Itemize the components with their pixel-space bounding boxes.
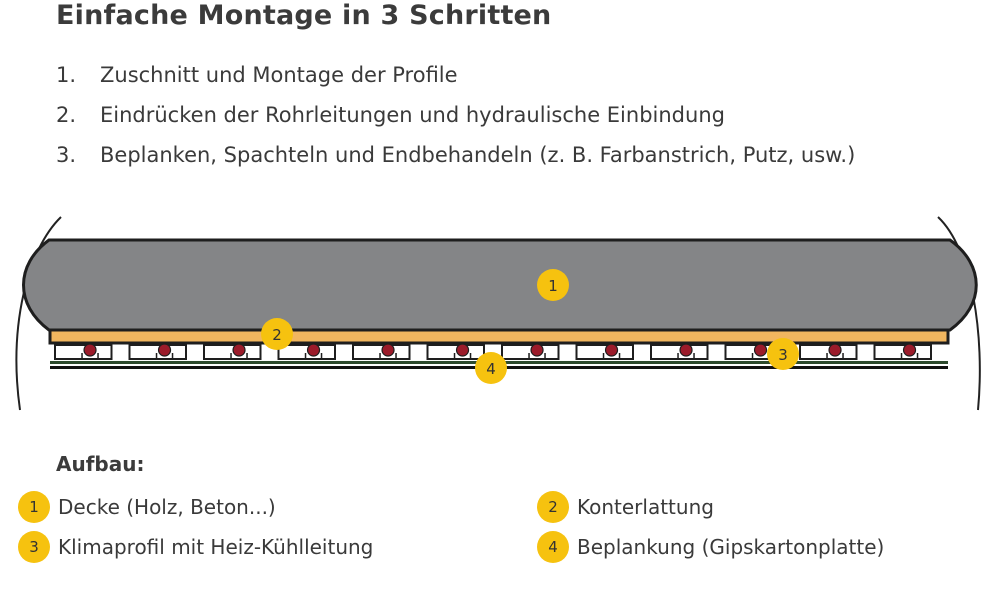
legend-badge: 3 [18, 531, 50, 563]
pipe [753, 343, 768, 357]
pipe [679, 343, 693, 357]
pipe-clip [677, 353, 695, 359]
step-item: 1. Zuschnitt und Montage der Profile [56, 60, 855, 100]
profile-segment [277, 344, 336, 360]
marker-3: 3 [767, 338, 799, 370]
pipe-clip [826, 353, 844, 359]
climate-profile-layer [54, 343, 932, 360]
pipe [455, 343, 470, 357]
legend-label: Beplankung (Gipskartonplatte) [577, 535, 885, 559]
profile-segment [128, 344, 187, 360]
profile-segment [501, 344, 560, 360]
step-item: 2. Eindrücken der Rohrleitungen und hydra… [56, 100, 855, 140]
batten-layer [48, 328, 950, 345]
aufbau-title: Aufbau: [56, 452, 145, 476]
step-text: Beplanken, Spachteln und Endbehandeln (z… [100, 143, 856, 167]
pipe-clip [900, 353, 919, 359]
pipe-clip [81, 353, 99, 359]
ceiling-cross-section-diagram: 1 2 3 4 [15, 216, 981, 411]
legend-item-decke: 1 Decke (Holz, Beton...) [18, 491, 276, 523]
svg-text:2: 2 [272, 326, 282, 344]
pipe [157, 343, 172, 357]
pipe [530, 343, 544, 357]
ceiling-layer [22, 238, 978, 332]
profile-segment [650, 344, 709, 360]
legend-label: Konterlattung [577, 495, 714, 519]
step-number: 1. [56, 63, 77, 87]
marker-2: 2 [261, 318, 293, 350]
svg-text:3: 3 [778, 346, 788, 364]
step-item: 3. Beplanken, Spachteln und Endbehandeln … [56, 140, 855, 180]
profile-segment [873, 344, 932, 360]
pipe-clip [379, 353, 397, 359]
step-text: Eindrücken der Rohrleitungen und hydraul… [100, 103, 725, 127]
pipe [232, 343, 246, 357]
svg-text:1: 1 [548, 277, 558, 295]
pipe-clip [602, 353, 621, 359]
step-number: 3. [56, 143, 77, 167]
profile-segment [203, 344, 262, 360]
pipe [604, 343, 619, 357]
legend-badge: 4 [537, 531, 569, 563]
steps-list: 1. Zuschnitt und Montage der Profile 2. Ei… [56, 60, 855, 180]
legend-label: Klimaprofil mit Heiz-Kühlleitung [58, 535, 374, 559]
svg-text:4: 4 [486, 360, 496, 378]
profile-segment [799, 344, 858, 360]
pipe-clip [528, 353, 546, 359]
legend-label: Decke (Holz, Beton...) [58, 495, 276, 519]
pipe-clip [155, 353, 174, 359]
pipe [306, 343, 321, 357]
page-title: Einfache Montage in 3 Schritten [56, 0, 552, 31]
legend-badge: 1 [18, 491, 50, 523]
pipe [381, 343, 395, 357]
marker-1: 1 [537, 269, 569, 301]
step-number: 2. [56, 103, 77, 127]
pipe [828, 343, 842, 357]
legend-badge: 2 [537, 491, 569, 523]
pipe-clip [230, 353, 248, 359]
legend-item-beplankung: 4 Beplankung (Gipskartonplatte) [537, 531, 884, 563]
legend-item-konterlattung: 2 Konterlattung [537, 491, 714, 523]
legend-item-klimaprofil: 3 Klimaprofil mit Heiz-Kühlleitung [18, 531, 373, 563]
pipe-clip [304, 353, 323, 359]
step-text: Zuschnitt und Montage der Profile [100, 63, 458, 87]
marker-4: 4 [475, 352, 507, 384]
pipe [83, 343, 97, 357]
profile-segment [352, 344, 411, 360]
profile-segment [54, 344, 113, 360]
pipe [902, 343, 917, 357]
profile-segment [426, 344, 485, 360]
profile-segment [575, 344, 634, 360]
pipe-clip [453, 353, 472, 359]
